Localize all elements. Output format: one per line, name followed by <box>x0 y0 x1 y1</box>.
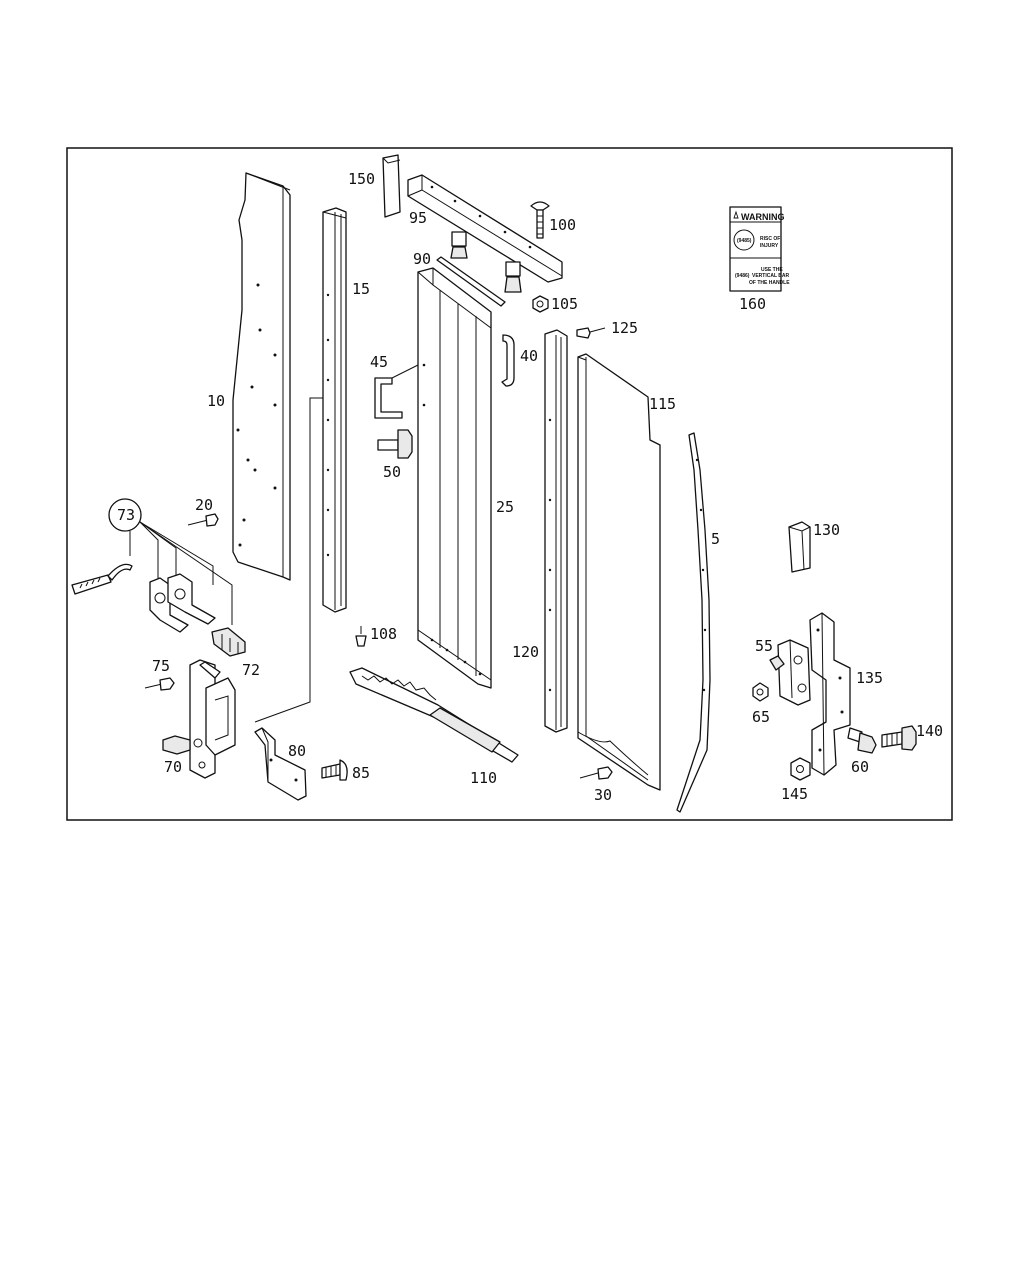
warning-line-1: RISC OF <box>760 236 780 242</box>
part-73-lock-kit <box>71 498 246 657</box>
callout-160: 160 <box>739 295 766 313</box>
part-70-lock-bracket <box>162 659 236 779</box>
warning-title: WARNING <box>741 212 785 222</box>
part-120-vertical-post <box>544 329 568 733</box>
part-15-vertical-channel <box>322 207 347 613</box>
callout-90: 90 <box>413 250 431 268</box>
part-60-bolt <box>847 727 877 754</box>
part-100-screw <box>530 201 550 239</box>
warning-line-4: VERTICAL BAR <box>752 273 790 279</box>
callout-108: 108 <box>370 625 397 643</box>
part-75-pin <box>144 677 175 691</box>
callout-130: 130 <box>813 521 840 539</box>
callout-100: 100 <box>549 216 576 234</box>
callout-115: 115 <box>649 395 676 413</box>
warning-badge-2: (9486) <box>735 273 750 279</box>
diagram-frame <box>66 147 953 821</box>
warning-line-2: INJURY <box>760 243 779 249</box>
warning-line-3: USE THE <box>761 267 783 273</box>
part-135-mounting-plate <box>809 612 851 776</box>
warning-badge-1: (9485) <box>737 238 752 244</box>
callout-120: 120 <box>512 643 539 661</box>
callout-110: 110 <box>470 769 497 787</box>
part-110-lower-seal <box>349 667 519 763</box>
callout-10: 10 <box>207 392 225 410</box>
callout-25: 25 <box>496 498 514 516</box>
part-40-handle <box>501 334 515 387</box>
part-5-curved-trim <box>676 432 711 813</box>
callout-75: 75 <box>152 657 170 675</box>
callout-70: 70 <box>164 758 182 776</box>
callout-73: 73 <box>117 506 135 524</box>
callout-72: 72 <box>242 661 260 679</box>
warning-triangle-icon <box>733 210 739 219</box>
part-20-pin <box>187 513 219 527</box>
callout-125: 125 <box>611 319 638 337</box>
callout-55: 55 <box>755 637 773 655</box>
callout-15: 15 <box>352 280 370 298</box>
callout-labels: 150 95 100 90 105 160 15 10 125 45 40 11… <box>117 170 943 804</box>
leader-15-80 <box>254 397 323 723</box>
callout-145: 145 <box>781 785 808 803</box>
callout-150: 150 <box>348 170 375 188</box>
part-50-bolt <box>377 429 413 459</box>
callout-45: 45 <box>370 353 388 371</box>
callout-105: 105 <box>551 295 578 313</box>
callout-50: 50 <box>383 463 401 481</box>
part-140-bolt <box>881 725 917 751</box>
part-115-large-panel <box>577 353 661 791</box>
part-108-pin <box>355 626 367 647</box>
part-90-strip <box>436 256 506 307</box>
callout-40: 40 <box>520 347 538 365</box>
callout-20: 20 <box>195 496 213 514</box>
callout-140: 140 <box>916 722 943 740</box>
part-45-u-bracket <box>374 364 419 419</box>
part-30-pin <box>579 766 613 780</box>
part-150-block <box>382 154 401 218</box>
part-10-side-panel <box>232 172 291 581</box>
callout-85: 85 <box>352 764 370 782</box>
callout-65: 65 <box>752 708 770 726</box>
callout-80: 80 <box>288 742 306 760</box>
warning-line-5: OF THE HANDLE <box>749 280 790 286</box>
callout-135: 135 <box>856 669 883 687</box>
callout-5: 5 <box>711 530 720 548</box>
part-25-door-panel <box>417 267 492 689</box>
part-80-bracket <box>254 727 307 801</box>
part-95-top-rail <box>407 174 563 293</box>
callout-60: 60 <box>851 758 869 776</box>
callout-30: 30 <box>594 786 612 804</box>
part-160-warning-label: WARNING (9485) RISC OF INJURY USE THE (9… <box>729 206 790 292</box>
callout-95: 95 <box>409 209 427 227</box>
callout-73-circle <box>108 498 142 532</box>
part-65-nut <box>752 682 769 702</box>
part-105-nut <box>532 295 549 313</box>
part-125-pin <box>576 327 606 339</box>
part-85-bolt <box>321 759 348 781</box>
part-55-latch <box>769 639 811 706</box>
part-145-nut <box>790 757 811 781</box>
part-130-block <box>788 521 811 573</box>
